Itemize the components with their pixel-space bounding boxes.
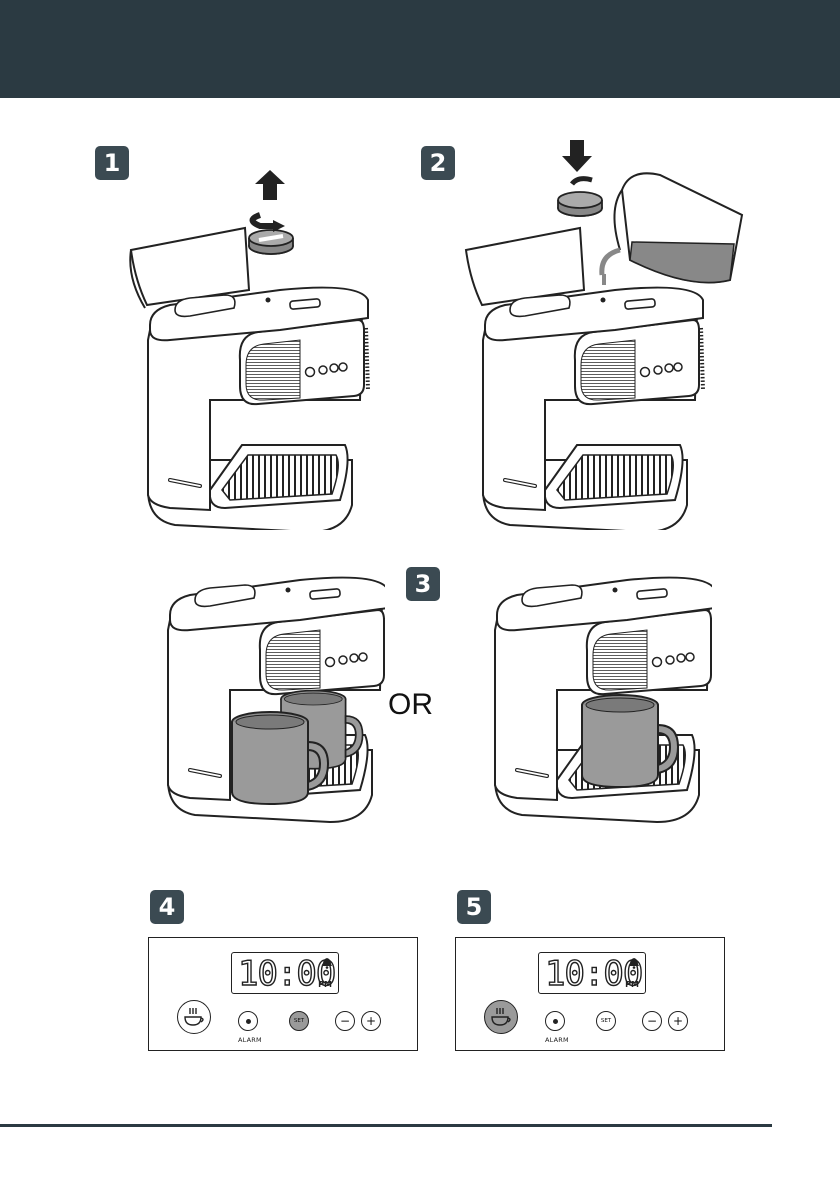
set-button[interactable]: SET [289,1011,309,1031]
alarm-label: ALARM [545,1036,569,1044]
lcd-period: PM [625,980,639,989]
step-3-two-cups-illustration [145,570,385,840]
step-1-illustration [125,160,375,530]
step-2-illustration [460,140,750,530]
step-badge-2: 2 [421,146,455,180]
footer-rule [0,1124,772,1127]
alarm-label: ALARM [238,1036,262,1044]
steaming-cup-icon [182,1006,206,1028]
dot-icon [246,1019,251,1024]
plus-button[interactable]: + [361,1011,381,1031]
filler-cap-icon [558,192,602,216]
step-badge-1: 1 [95,146,129,180]
step-3-one-cup-illustration [472,570,712,840]
set-button[interactable]: SET [596,1011,616,1031]
steaming-cup-icon [489,1006,513,1028]
lcd-display: 10:00 PM [231,952,339,994]
step-badge-5: 5 [457,890,491,924]
brew-button[interactable] [177,1000,211,1034]
alarm-button[interactable] [238,1011,258,1031]
alarm-bell-icon [629,957,639,969]
step-badge-3: 3 [406,567,440,601]
alarm-button[interactable] [545,1011,565,1031]
brew-button[interactable] [484,1000,518,1034]
minus-button[interactable]: − [335,1011,355,1031]
alarm-bell-icon [322,957,332,969]
minus-button[interactable]: − [642,1011,662,1031]
dot-icon [553,1019,558,1024]
plus-button[interactable]: + [668,1011,688,1031]
or-label: OR [388,688,433,722]
header-band [0,0,840,98]
lcd-period: PM [318,980,332,989]
filler-cap-icon [249,230,293,254]
step-badge-4: 4 [150,890,184,924]
water-jug-icon [602,173,742,285]
lcd-display: 10:00 PM [538,952,646,994]
control-panel-step-4: 10:00 PM ALARM SET − + [148,937,418,1051]
control-panel-step-5: 10:00 PM ALARM SET − + [455,937,725,1051]
